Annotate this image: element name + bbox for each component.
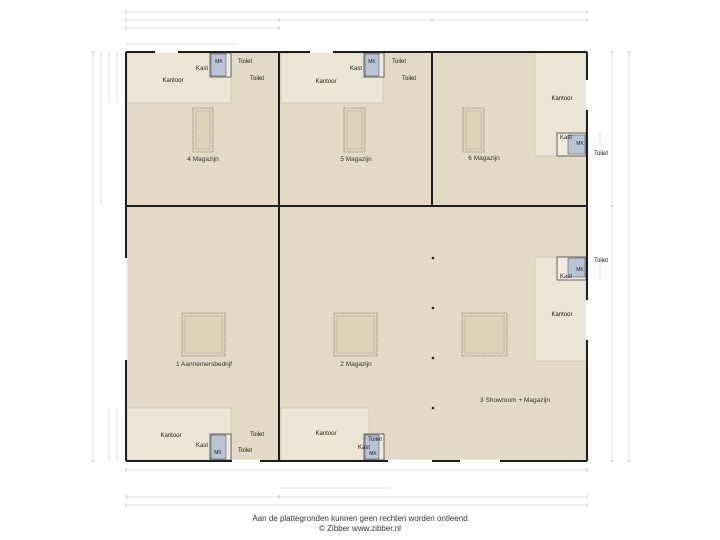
mk-label-u3: MK bbox=[576, 267, 584, 273]
floor-plan: 1 Aannemersbedrijf 2 Magazijn 3 Showroom… bbox=[91, 10, 631, 507]
mk-label-u6: MK bbox=[576, 141, 584, 147]
room-label-5: 5 Magazijn bbox=[340, 156, 372, 163]
mk-label-u4: MK bbox=[215, 59, 223, 65]
skylight-u1 bbox=[181, 312, 226, 357]
kast-label-u3: Kast bbox=[560, 274, 572, 280]
toilet-label-u1b: Toilet bbox=[238, 448, 252, 454]
room-label-4: 4 Magazijn bbox=[187, 156, 219, 163]
kantoor-label-u4: Kantoor bbox=[162, 78, 183, 84]
kast-label-u1: Kast bbox=[196, 443, 208, 449]
room-label-3: 3 Showroom + Magazijn bbox=[480, 397, 550, 404]
footer-disclaimer: Aan de plattegronden kunnen geen rechten… bbox=[252, 514, 468, 523]
mk-box-u4 bbox=[210, 53, 227, 77]
room-label-6: 6 Magazijn bbox=[468, 155, 500, 162]
kast-label-u2: Kast bbox=[358, 445, 370, 451]
room-label-2: 2 Magazijn bbox=[340, 361, 372, 368]
skylight-u3 bbox=[461, 312, 508, 357]
office-unit2 bbox=[280, 407, 370, 461]
mk-box-u3 bbox=[567, 257, 586, 278]
kantoor-label-u5: Kantoor bbox=[315, 79, 336, 85]
kantoor-label-u3: Kantoor bbox=[551, 312, 572, 318]
skylight-u2 bbox=[333, 312, 378, 357]
wall-openings bbox=[124, 50, 589, 463]
dimension-ticks bbox=[91, 10, 631, 507]
kantoor-label-u1: Kantoor bbox=[160, 433, 181, 439]
skylight-u5 bbox=[343, 107, 366, 153]
mk-box-u6 bbox=[567, 134, 586, 155]
room-label-1: 1 Aannemersbedrijf bbox=[176, 361, 232, 368]
mk-box-u1 bbox=[210, 434, 227, 460]
kantoor-label-u6: Kantoor bbox=[551, 96, 572, 102]
kantoor-label-u2: Kantoor bbox=[315, 431, 336, 437]
kast-label-u5: Kast bbox=[350, 66, 362, 72]
toilet-label-u5a: Toilet bbox=[392, 59, 406, 65]
toilet-label-u4a: Toilet bbox=[238, 59, 252, 65]
service-blocks bbox=[209, 52, 587, 461]
mk-box-u2 bbox=[364, 434, 380, 460]
toilet-label-u5b: Toilet bbox=[402, 76, 416, 82]
toilet-label-u4b: Toilet bbox=[250, 76, 264, 82]
toilet-label-u2: Toilet bbox=[368, 437, 382, 443]
mk-box-u5 bbox=[364, 53, 380, 77]
footer-copyright: © Zibber www.zibber.nl bbox=[319, 524, 401, 533]
mk-label-u5: MK bbox=[368, 59, 376, 65]
columns bbox=[431, 256, 435, 410]
toilet-label-u6: Toilet bbox=[594, 151, 608, 157]
dimension-lines bbox=[92, 11, 630, 506]
walls bbox=[125, 51, 588, 462]
skylight-u4 bbox=[192, 107, 214, 153]
mk-label-u1: MK bbox=[214, 450, 222, 456]
kast-label-u6: Kast bbox=[560, 135, 572, 141]
toilet-label-u1a: Toilet bbox=[250, 432, 264, 438]
skylight-inner bbox=[184, 110, 505, 354]
mk-label-u2: MK bbox=[369, 451, 377, 457]
kast-label-u4: Kast bbox=[196, 66, 208, 72]
toilet-label-u3: Toilet bbox=[594, 258, 608, 264]
skylights bbox=[181, 107, 508, 357]
skylight-u6 bbox=[462, 107, 485, 153]
